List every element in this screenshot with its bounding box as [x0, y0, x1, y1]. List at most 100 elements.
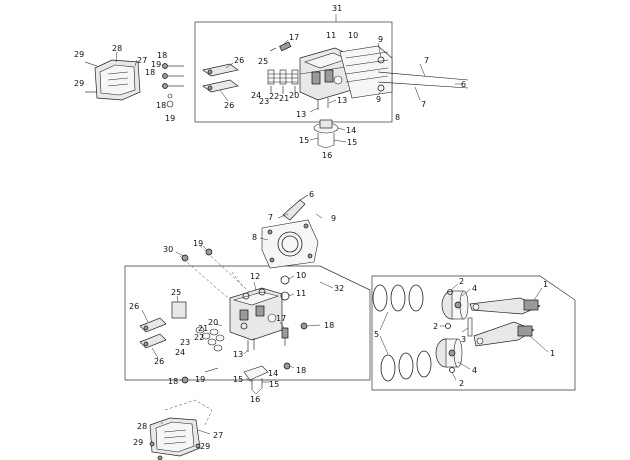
callout-label: 7: [421, 100, 426, 109]
connecting-rod-upper: [469, 297, 541, 315]
assembly-32-frame: [124, 265, 371, 381]
callout-label: 14: [268, 369, 278, 378]
callout-label: 14: [346, 126, 356, 135]
callout-label: 11: [326, 31, 336, 40]
callout-label: 28: [112, 44, 122, 53]
callout-label: 26: [129, 302, 139, 311]
callout-label: 26: [234, 56, 244, 65]
callout-label: 4: [472, 366, 477, 375]
callout-label: 27: [213, 431, 223, 440]
cylinder-head-middle: [229, 287, 283, 341]
valve-cover-middle: [149, 399, 213, 457]
callout-label: 2: [459, 379, 464, 388]
tappet-14: [313, 119, 339, 145]
callout-label: 8: [395, 113, 400, 122]
cylinder-head-top: [299, 47, 353, 101]
callout-label: 29: [74, 50, 84, 59]
callout-label: 25: [171, 288, 181, 297]
callout-label: 13: [296, 110, 306, 119]
callout-label: 19: [151, 60, 161, 69]
callout-label: 18: [156, 101, 166, 110]
connecting-rod-lower: [473, 321, 535, 347]
piston-rings-lower: [380, 350, 432, 382]
callout-label: 15: [269, 380, 279, 389]
callout-label: 23: [259, 97, 269, 106]
callout-label: 21: [279, 94, 289, 103]
callout-label: 30: [163, 245, 173, 254]
callout-label: 10: [296, 271, 306, 280]
callout-label: 7: [424, 56, 429, 65]
piston-group-frame: [371, 275, 576, 391]
top-cylinder-head-assembly: [84, 14, 469, 149]
callout-label: 15: [299, 136, 309, 145]
callout-label: 19: [165, 114, 175, 123]
callout-label: 17: [289, 33, 299, 42]
stud-7-lower: [377, 81, 469, 89]
callout-label: 15: [347, 138, 357, 147]
piston-pin-3: [467, 317, 473, 337]
callout-label: 24: [175, 348, 185, 357]
callout-label: 18: [296, 366, 306, 375]
callout-label: 5: [374, 330, 379, 339]
callout-label: 11: [296, 289, 306, 298]
callout-label: 20: [289, 91, 299, 100]
callout-label: 18: [324, 321, 334, 330]
callout-label: 27: [137, 56, 147, 65]
rocker-arms-26: [202, 63, 239, 93]
callout-label: 9: [376, 95, 381, 104]
callout-label: 13: [233, 350, 243, 359]
callout-label: 10: [348, 31, 358, 40]
callout-label: 12: [250, 272, 260, 281]
callout-label: 6: [461, 80, 466, 89]
callout-label: 9: [378, 35, 383, 44]
piston-group: [371, 275, 576, 391]
tappet-middle: [243, 365, 269, 390]
callout-label: 2: [433, 322, 438, 331]
piston-rings-upper: [372, 284, 424, 312]
piston-lower: [435, 338, 463, 368]
spark-plug-17: [269, 41, 292, 52]
callout-label: 13: [337, 96, 347, 105]
valve-train-top: [267, 69, 299, 94]
callout-label: 19: [193, 239, 203, 248]
callout-label: 1: [550, 349, 555, 358]
spark-plug-middle: [281, 327, 289, 346]
ring-10: [280, 275, 290, 285]
callout-label: 3: [461, 335, 466, 344]
callout-label: 16: [322, 151, 332, 160]
callout-labels: 31 17 11 10 9 9 7 7 6 8 26 26 25 24 23 2…: [74, 4, 555, 451]
callout-label: 4: [472, 284, 477, 293]
callout-label: 20: [208, 318, 218, 327]
callout-label: 1: [543, 280, 548, 289]
piston-upper: [441, 290, 469, 320]
cylinder-top: [339, 45, 393, 99]
callout-label: 24: [251, 91, 261, 100]
callout-label: 18: [157, 51, 167, 60]
callout-label: 22: [194, 333, 204, 342]
callout-label: 26: [154, 357, 164, 366]
callout-label: 8: [252, 233, 257, 242]
callout-label: 18: [168, 377, 178, 386]
callout-label: 6: [309, 190, 314, 199]
callout-label: 26: [224, 101, 234, 110]
callout-label: 28: [137, 422, 147, 431]
callout-label: 29: [74, 79, 84, 88]
stud-7-upper: [377, 71, 469, 81]
valve-train-middle: [195, 323, 225, 352]
callout-label: 15: [233, 375, 243, 384]
callout-label: 17: [276, 314, 286, 323]
callout-label: 9: [331, 214, 336, 223]
callout-label: 19: [195, 375, 205, 384]
callout-label: 7: [268, 213, 273, 222]
callout-label: 32: [334, 284, 344, 293]
head-gasket-middle: [282, 194, 309, 221]
callout-label: 18: [145, 68, 155, 77]
callout-label: 16: [250, 395, 260, 404]
callout-label: 29: [200, 442, 210, 451]
rocker-arms-middle: [139, 301, 187, 349]
valve-cover-top: [94, 59, 141, 101]
cylinder-8-middle: [261, 219, 319, 269]
callout-label: 31: [332, 4, 342, 13]
callout-label: 22: [269, 92, 279, 101]
